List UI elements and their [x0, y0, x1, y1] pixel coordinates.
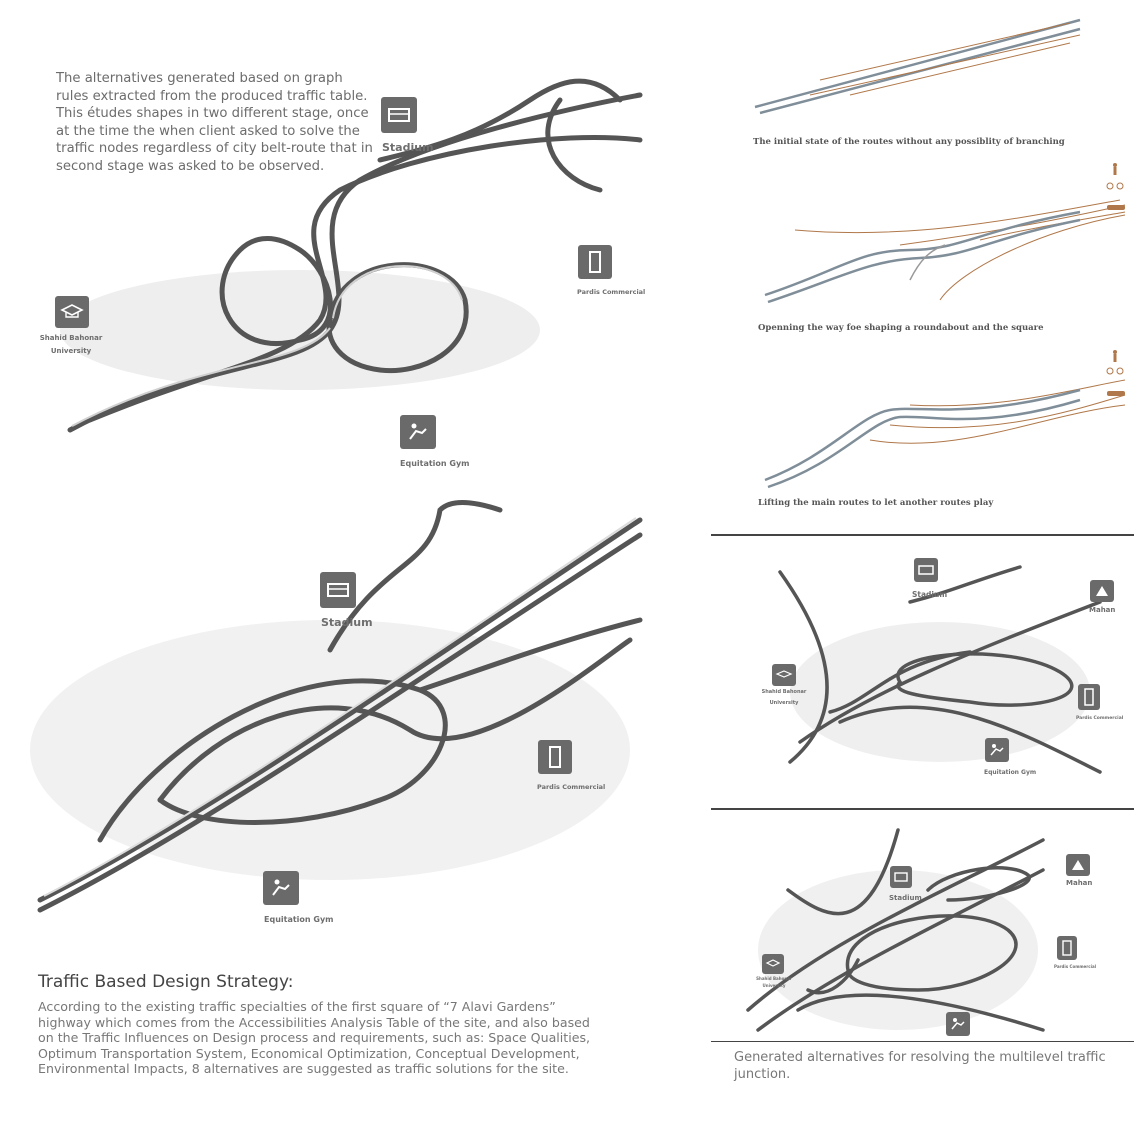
junction-render-1	[60, 78, 643, 433]
bicycle-icon-2	[1106, 360, 1124, 375]
graduation-cap-icon	[55, 296, 89, 328]
step2-caption: Openning the way foe shaping a roundabou…	[758, 323, 1044, 333]
horse-rider-icon-2	[263, 871, 299, 905]
bicycle-icon	[1106, 175, 1124, 190]
shahid-label-3a: Shahid Bahonar	[761, 689, 807, 695]
stadium-icon-2	[320, 572, 356, 608]
pedestrian-icon	[1110, 160, 1120, 175]
strategy-body: According to the existing traffic specia…	[38, 999, 591, 1077]
graduation-cap-icon-4	[762, 954, 784, 974]
horse-rider-icon-4	[946, 1012, 970, 1036]
junction-render-2	[30, 500, 643, 913]
stadium-label-3: Stadium	[912, 590, 948, 599]
divider-2	[711, 808, 1134, 810]
pedestrian-icon-2	[1110, 347, 1120, 362]
route-diagram-step3	[764, 379, 1126, 489]
step1-caption: The initial state of the routes without …	[753, 137, 1065, 147]
commercial-tower-icon-2	[538, 740, 572, 774]
horse-rider-icon-3	[985, 738, 1009, 762]
route-diagram-step1	[754, 18, 1081, 115]
car-icon	[1106, 197, 1126, 210]
shahid-label-4b: University	[762, 983, 786, 988]
stadium-label-4: Stadium	[889, 894, 922, 902]
shahid-label-line1: Shahid Bahonar	[39, 334, 103, 342]
tent-icon	[1090, 580, 1114, 602]
pardis-label-4: Pardis Commercial	[1054, 964, 1097, 969]
stadium-icon	[381, 97, 417, 133]
pardis-label-2: Pardis Commercial	[537, 783, 606, 791]
car-icon-2	[1106, 383, 1126, 396]
tent-icon-2	[1066, 854, 1090, 876]
junction-render-3	[778, 565, 1102, 774]
stadium-label-2: Stadium	[321, 616, 373, 629]
shahid-label-4a: Shahid Bahonar	[756, 976, 792, 981]
divider-1	[711, 534, 1134, 536]
mahan-label-2: Mahan	[1066, 879, 1093, 887]
graduation-cap-icon-3	[772, 664, 796, 686]
pardis-label: Pardis Commercial	[577, 288, 646, 296]
stadium-label: Stadium	[382, 141, 434, 154]
divider-3	[711, 1041, 1134, 1042]
strategy-title: Traffic Based Design Strategy:	[38, 972, 294, 992]
commercial-tower-icon	[578, 245, 612, 279]
mahan-label: Mahan	[1089, 606, 1116, 614]
equitation-label-3: Equitation Gym	[984, 769, 1037, 776]
commercial-tower-icon-3	[1078, 684, 1100, 710]
intro-paragraph: The alternatives generated based on grap…	[56, 71, 373, 174]
shahid-label-line2: University	[50, 347, 92, 355]
horse-rider-icon	[400, 415, 436, 449]
stadium-icon-3	[914, 558, 938, 582]
junction-render-4	[746, 828, 1045, 1032]
footer-caption: Generated alternatives for resolving the…	[734, 1050, 1106, 1082]
route-diagram-step2	[764, 199, 1126, 304]
equitation-label-2: Equitation Gym	[264, 915, 334, 924]
equitation-label: Equitation Gym	[400, 459, 470, 468]
stadium-icon-4	[890, 866, 912, 888]
commercial-tower-icon-4	[1057, 936, 1077, 960]
shahid-label-3b: University	[769, 700, 799, 706]
pardis-label-3: Pardis Commercial	[1076, 716, 1124, 721]
step3-caption: Lifting the main routes to let another r…	[758, 498, 994, 508]
